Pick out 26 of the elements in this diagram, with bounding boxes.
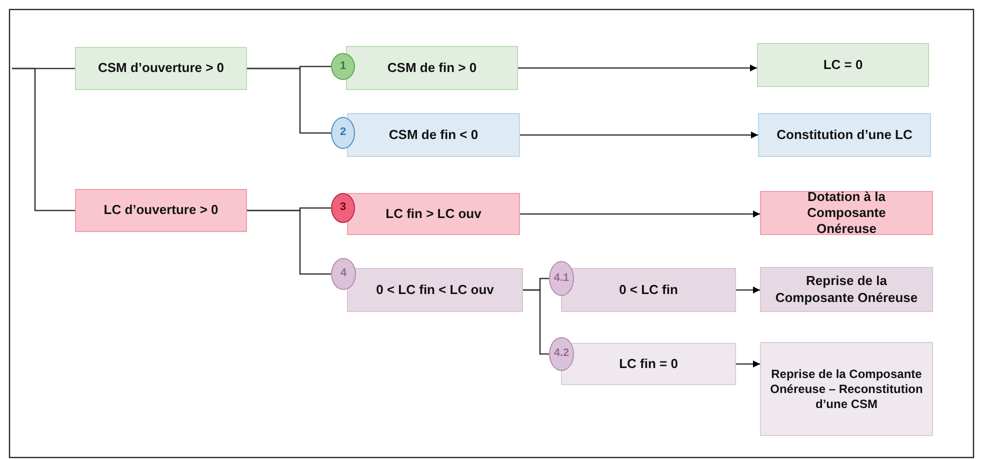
condition-box: 0 < LC fin < LC ouv [347, 268, 523, 312]
condition-box: Reprise de la Composante Onéreuse – Reconstitution d’une CSM [760, 342, 933, 436]
connector-line [247, 210, 331, 275]
arrow [736, 286, 760, 294]
arrow [520, 132, 758, 138]
step-number-badge: 4 [331, 258, 356, 290]
step-number-badge: 3 [331, 193, 355, 223]
step-number-badge: 1 [331, 53, 355, 80]
step-number-badge: 2 [331, 117, 355, 149]
connector-line [523, 289, 549, 355]
condition-box: LC d’ouverture > 0 [75, 189, 247, 232]
arrow [736, 360, 760, 368]
condition-box: Reprise de la Composante Onéreuse [760, 267, 933, 312]
condition-box: CSM de fin > 0 [346, 46, 518, 90]
condition-box: Dotation à la Composante Onéreuse [760, 191, 933, 235]
condition-box: CSM d’ouverture > 0 [75, 47, 247, 90]
arrow [518, 64, 757, 72]
connector-line [12, 68, 75, 212]
step-number-badge: 4.2 [549, 337, 574, 371]
condition-box: LC = 0 [757, 43, 929, 87]
condition-box: Constitution d’une LC [758, 113, 931, 157]
condition-box: CSM de fin < 0 [347, 113, 520, 157]
step-number-badge: 4.1 [549, 261, 574, 296]
condition-box: LC fin > LC ouv [347, 193, 520, 235]
connector-line [247, 68, 331, 134]
arrow [520, 210, 760, 218]
